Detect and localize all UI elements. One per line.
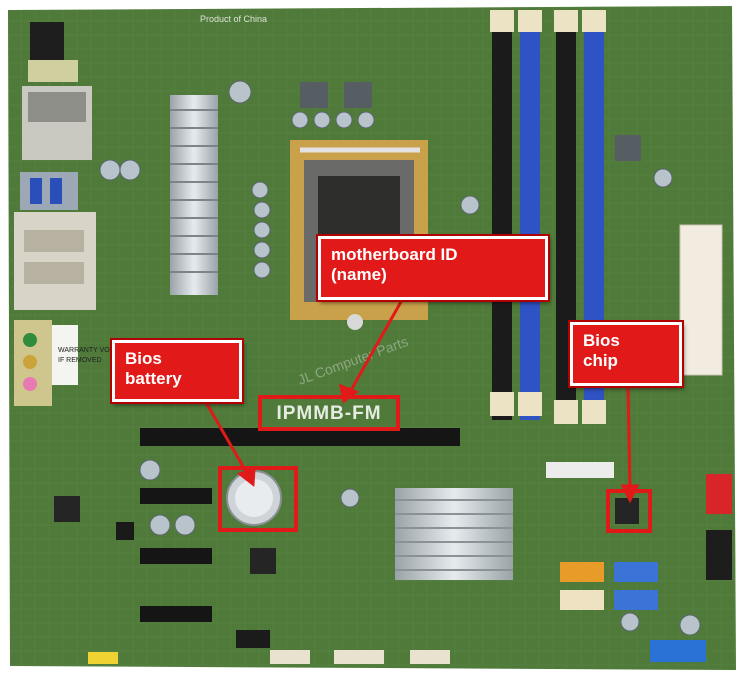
dimm-slots [490, 10, 606, 424]
sata-ports [560, 474, 732, 610]
made-in-label: Product of China [200, 14, 267, 24]
warranty-label-line1: WARRANTY VOID [58, 347, 117, 354]
pcie-x1-slots [140, 488, 212, 622]
bios-chip-callout-line1: Bios [583, 331, 620, 350]
cpu-socket [290, 140, 428, 330]
misc-chips [54, 462, 639, 574]
atx-power-connector [679, 224, 723, 376]
board-id-outline [258, 395, 400, 431]
warranty-label-line2: IF REMOVED [58, 357, 102, 364]
front-panel-headers [88, 630, 706, 664]
pcie-x16-slot [140, 428, 460, 446]
board-id-text: IPMMB-FM [276, 403, 381, 424]
vrm-heatsink [170, 95, 218, 295]
bios-battery-callout: Bios battery [112, 340, 242, 402]
bios-chip-callout-line2: chip [583, 351, 618, 370]
callout-arrows [198, 299, 640, 504]
chokes [300, 82, 641, 161]
capacitors [99, 80, 701, 636]
chipset-heatsink [395, 488, 513, 580]
motherboard-id-callout-line1: motherboard ID [331, 245, 458, 264]
bios-battery-outline [218, 466, 298, 532]
motherboard-id-callout-line2: (name) [331, 265, 387, 284]
bios-battery-callout-line2: battery [125, 369, 182, 388]
bios-battery-callout-line1: Bios [125, 349, 162, 368]
cmos-battery [226, 470, 282, 526]
bios-chip-outline [606, 489, 652, 533]
board-id-silkscreen: IPMMB-FM [262, 398, 396, 426]
bios-chip-callout: Bios chip [570, 322, 682, 386]
rear-io-ports [14, 22, 96, 406]
motherboard-id-callout: motherboard ID (name) [318, 236, 548, 300]
